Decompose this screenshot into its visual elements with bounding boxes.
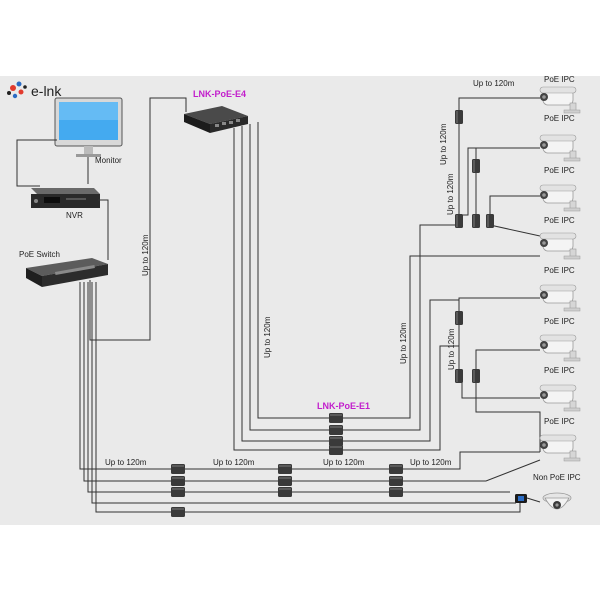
monitor-label: Monitor xyxy=(95,156,122,165)
camera-label-3: PoE IPC xyxy=(544,166,575,175)
monitor-icon xyxy=(54,97,123,157)
camera-label-1: PoE IPC xyxy=(544,75,575,84)
brand-logo: e-lnk xyxy=(7,81,62,99)
distance-label-bottom-4: Up to 120m xyxy=(410,458,452,467)
distance-label-e4-e1: Up to 120m xyxy=(263,316,272,358)
distance-label-switch-e4: Up to 120m xyxy=(141,234,150,276)
extender-1port-label: LNK-PoE-E1 xyxy=(317,401,370,411)
poe-switch-label: PoE Switch xyxy=(19,250,60,259)
distance-label-vert-3: Up to 120m xyxy=(447,328,456,370)
logo-text: e-lnk xyxy=(31,83,62,99)
network-wires xyxy=(16,97,541,513)
camera-label-4: PoE IPC xyxy=(544,216,575,225)
camera-label-7: PoE IPC xyxy=(544,366,575,375)
poe-injector-icons xyxy=(171,110,494,517)
distance-label-top: Up to 120m xyxy=(473,79,515,88)
distance-label-vert-1: Up to 120m xyxy=(439,123,448,165)
logo-icon xyxy=(7,81,27,99)
camera-label-5: PoE IPC xyxy=(544,266,575,275)
non-poe-camera-label: Non PoE IPC xyxy=(533,473,581,482)
camera-label-8: PoE IPC xyxy=(544,417,575,426)
distance-label-bottom-3: Up to 120m xyxy=(323,458,365,467)
poe-switch-icon xyxy=(26,258,108,287)
extender-4port-icon xyxy=(184,106,248,133)
distance-label-e1-cam: Up to 120m xyxy=(399,322,408,364)
distance-label-vert-2: Up to 120m xyxy=(446,173,455,215)
camera-label-6: PoE IPC xyxy=(544,317,575,326)
distance-label-bottom-1: Up to 120m xyxy=(105,458,147,467)
distance-label-bottom-2: Up to 120m xyxy=(213,458,255,467)
dome-camera-icon xyxy=(542,492,572,510)
poe-splitter-icon xyxy=(515,494,541,503)
extender-4port-label: LNK-PoE-E4 xyxy=(193,89,246,99)
nvr-icon xyxy=(31,188,100,208)
camera-label-2: PoE IPC xyxy=(544,114,575,123)
nvr-label: NVR xyxy=(66,211,83,220)
